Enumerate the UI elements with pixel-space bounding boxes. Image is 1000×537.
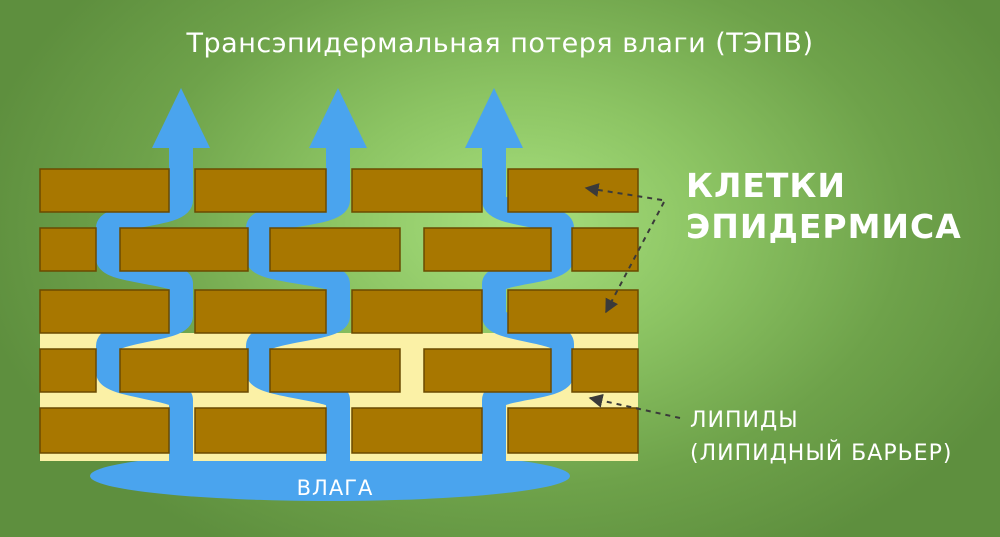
cell [39,227,97,272]
moisture-arrow-middle [309,88,367,148]
cell [423,348,552,393]
cell [39,168,170,213]
cells-pointer-upper [584,183,663,201]
lipids-label-line1: ЛИПИДЫ [690,408,799,433]
cells-label-line2: ЭПИДЕРМИСА [686,207,962,246]
cell [351,168,483,213]
cell [571,227,639,272]
lipids-label-line2: (ЛИПИДНЫЙ БАРЬЕР) [690,441,953,466]
water-channels [96,140,574,462]
cell [507,289,639,334]
cell [39,289,170,334]
diagram-title: Трансэпидермальная потеря влаги (ТЭПВ) [186,28,814,59]
cell [571,348,639,393]
cell [39,407,170,454]
cell [423,227,552,272]
cell [351,289,483,334]
cells-pointer-lower [605,201,665,314]
moisture-arrow-right [465,88,523,148]
cell [194,289,327,334]
cell [351,407,483,454]
cell [194,407,327,454]
epidermal-cells [39,168,639,454]
cell [39,348,97,393]
cell [119,227,249,272]
cell [119,348,249,393]
cell [507,168,639,213]
cell [269,348,401,393]
moisture-label: ВЛАГА [296,476,374,500]
cell [269,227,401,272]
cell [194,168,327,213]
moisture-pool [90,451,570,501]
cells-label-line1: КЛЕТКИ [686,166,847,205]
moisture-arrow-left [152,88,210,148]
cell [507,407,639,454]
